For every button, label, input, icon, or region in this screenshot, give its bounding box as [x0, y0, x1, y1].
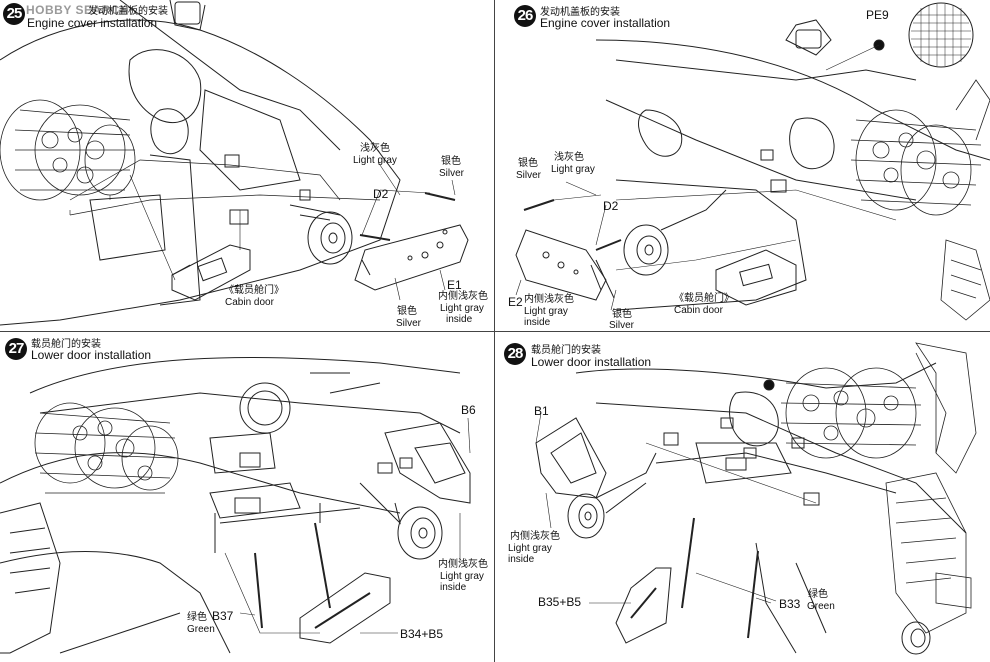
step-26-silver-en-top: Silver — [516, 170, 542, 181]
step-27-green-zh: 绿色 — [187, 612, 207, 623]
step-25-inside-en-1: Light gray — [440, 303, 484, 314]
step-27-part-b6: B6 — [461, 403, 476, 417]
step-26-part-e2: E2 — [508, 295, 523, 309]
step-27-part-b34-b5: B34+B5 — [400, 627, 444, 641]
step-25-silver-zh-bottom: 银色 — [397, 306, 417, 317]
step-28-panel: 28 载员舱门的安装 Lower door installation B1 内侧… — [496, 333, 990, 662]
step-26-silver-en-bottom: Silver — [609, 320, 635, 330]
step-28-inside-en-1: Light gray — [508, 543, 552, 554]
step-25-title-zh: 发动机盖板的安装 — [88, 6, 168, 17]
step-25-silver-zh-top: 银色 — [441, 156, 461, 167]
step-27-inside-en-2: inside — [440, 582, 467, 593]
step-27-part-b37: B37 — [212, 609, 234, 623]
step-26-cabin-door-en: Cabin door — [674, 305, 723, 316]
step-27-panel: 27 载员舱门的安装 Lower door installation B6 内侧… — [0, 333, 494, 662]
step-25-illustration — [0, 0, 469, 326]
step-25-inside-zh: 内侧浅灰色 — [438, 291, 488, 302]
step-25-inside-en-2: inside — [446, 314, 473, 325]
step-26-number: 26 — [514, 5, 536, 27]
step-25-number: 25 — [3, 3, 25, 25]
step-27-title-zh: 载员舱门的安装 — [31, 339, 101, 350]
step-26-inside-en-2: inside — [524, 317, 551, 328]
step-25-cabin-door-zh: 《载员舱门》 — [224, 285, 284, 296]
watermark: HOBBY SEARCH — [26, 3, 130, 17]
step-28-green-en: Green — [807, 601, 835, 612]
step-26-silver-zh-top: 银色 — [518, 158, 538, 169]
panel-divider-horizontal — [0, 331, 990, 332]
step-27-title-en: Lower door installation — [31, 348, 152, 362]
step-28-green-zh: 绿色 — [808, 589, 828, 600]
step-26-light-gray-zh: 浅灰色 — [554, 152, 584, 163]
step-27-green-en: Green — [187, 624, 215, 635]
step-25-part-e1: E1 — [447, 278, 462, 292]
step-27-inside-zh: 内侧浅灰色 — [438, 559, 488, 570]
step-25-silver-en-bottom: Silver — [396, 318, 422, 329]
step-28-illustration — [535, 342, 977, 655]
step-25-title-en: Engine cover installation — [27, 16, 158, 30]
step-26-title-zh: 发动机盖板的安装 — [540, 7, 620, 18]
step-25-cabin-door-en: Cabin door — [225, 297, 274, 308]
step-26-cabin-door-zh: 《载员舱门》 — [674, 293, 734, 304]
step-28-number: 28 — [504, 343, 526, 365]
step-28-part-b1: B1 — [534, 404, 549, 418]
step-28-inside-zh: 内侧浅灰色 — [510, 531, 560, 542]
step-28-inside-en-2: inside — [508, 554, 535, 565]
step-28-title-zh: 载员舱门的安装 — [531, 345, 601, 356]
step-28-part-b33: B33 — [779, 597, 801, 611]
step-26-inside-en-1: Light gray — [524, 306, 568, 317]
step-25-light-gray-en: Light gray — [353, 155, 397, 166]
step-25-silver-en-top: Silver — [439, 168, 465, 179]
step-26-part-d2: D2 — [603, 199, 619, 213]
step-26-silver-zh-bottom: 银色 — [612, 309, 632, 320]
step-25-light-gray-zh: 浅灰色 — [360, 143, 390, 154]
step-28-title-en: Lower door installation — [531, 355, 652, 369]
step-27-inside-en-1: Light gray — [440, 571, 484, 582]
step-26-panel: 26 发动机盖板的安装 Engine cover installation PE… — [496, 0, 990, 330]
step-25-part-d2: D2 — [373, 187, 389, 201]
step-26-illustration — [515, 2, 990, 321]
step-26-title-en: Engine cover installation — [540, 16, 671, 30]
step-27-number: 27 — [5, 338, 27, 360]
step-25-panel: 25 HOBBY SEARCH 发动机盖板的安装 Engine cover in… — [0, 0, 494, 330]
step-26-inside-zh: 内侧浅灰色 — [524, 294, 574, 305]
step-26-part-pe9: PE9 — [866, 8, 889, 22]
step-26-light-gray-en: Light gray — [551, 164, 595, 175]
step-28-part-b35-b5: B35+B5 — [538, 595, 582, 609]
step-27-illustration — [0, 356, 471, 654]
